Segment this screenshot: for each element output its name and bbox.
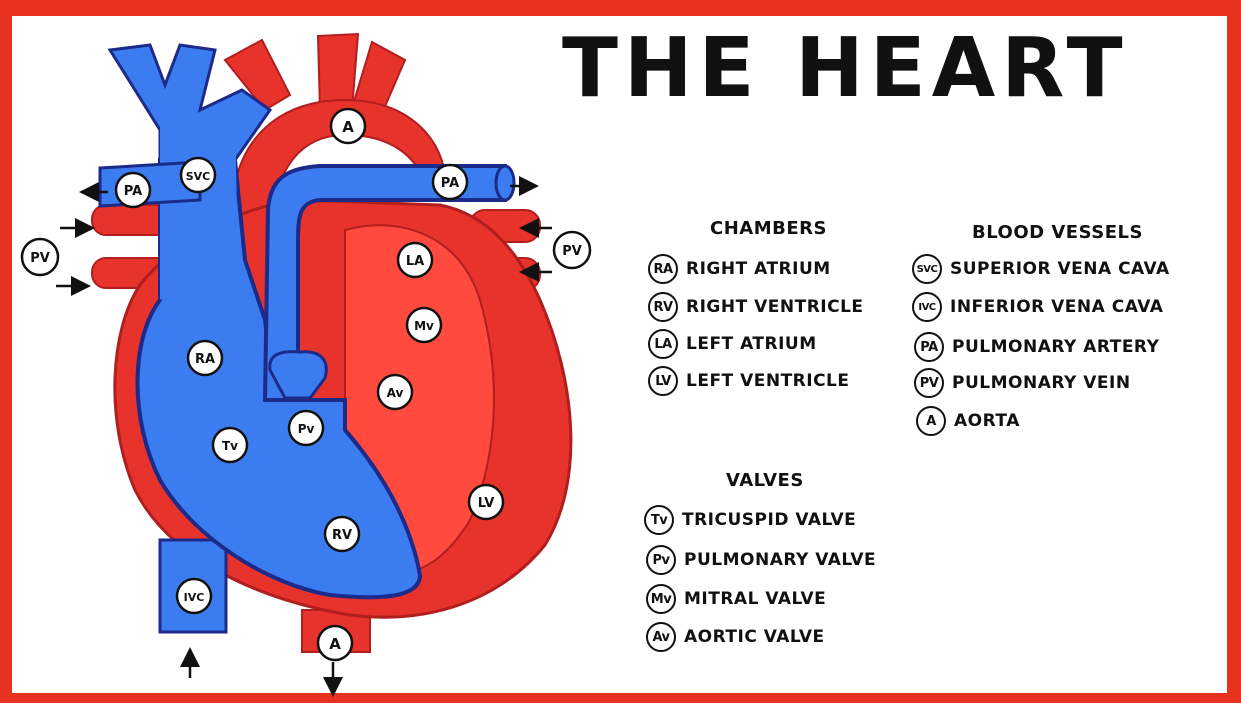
legend-item-aorta: A AORTA (916, 406, 1020, 436)
legend-label: RIGHT VENTRICLE (686, 297, 864, 317)
legend-label: LEFT ATRIUM (686, 334, 817, 354)
legend-label: MITRAL VALVE (684, 589, 826, 609)
abbr-badge: Tv (644, 505, 674, 535)
page-title: THE HEART (562, 28, 1122, 110)
svg-text:Av: Av (387, 386, 404, 400)
legend-item-left-ventricle: LV LEFT VENTRICLE (648, 366, 850, 396)
abbr-badge: A (916, 406, 946, 436)
label-pv-left: PV (22, 239, 58, 275)
abbr-badge: Pv (646, 545, 676, 575)
label-pv-valve: Pv (289, 411, 323, 445)
label-la: LA (398, 243, 432, 277)
svg-text:PA: PA (441, 176, 459, 191)
label-tv: Tv (213, 428, 247, 462)
legend-label: INFERIOR VENA CAVA (950, 297, 1163, 317)
label-a-top: A (331, 109, 365, 143)
legend-label: LEFT VENTRICLE (686, 371, 850, 391)
legend-label: PULMONARY ARTERY (952, 337, 1159, 357)
label-mv: Mv (407, 308, 441, 342)
svg-text:Pv: Pv (298, 422, 315, 436)
legend-label: SUPERIOR VENA CAVA (950, 259, 1170, 279)
abbr-badge: RA (648, 254, 678, 284)
label-lv: LV (469, 485, 503, 519)
legend-label: PULMONARY VALVE (684, 550, 876, 570)
svg-text:A: A (329, 635, 341, 653)
svg-text:RV: RV (332, 528, 352, 543)
label-rv: RV (325, 517, 359, 551)
legend-item-inferior-vena-cava: IVC INFERIOR VENA CAVA (912, 292, 1163, 322)
svg-text:RA: RA (195, 352, 215, 367)
label-pa-right: PA (433, 165, 467, 199)
legend-item-mitral-valve: Mv MITRAL VALVE (646, 584, 826, 614)
label-pv-right: PV (554, 232, 590, 268)
abbr-badge: Mv (646, 584, 676, 614)
legend-item-left-atrium: LA LEFT ATRIUM (648, 329, 817, 359)
legend-item-aortic-valve: Av AORTIC VALVE (646, 622, 825, 652)
legend-item-right-ventricle: RV RIGHT VENTRICLE (648, 292, 864, 322)
svg-text:PV: PV (30, 251, 50, 266)
svg-text:PA: PA (124, 184, 142, 199)
legend-item-right-atrium: RA RIGHT ATRIUM (648, 254, 831, 284)
abbr-badge: IVC (912, 292, 942, 322)
svg-text:LA: LA (406, 254, 424, 269)
legend-label: RIGHT ATRIUM (686, 259, 831, 279)
svg-text:SVC: SVC (186, 170, 211, 183)
label-av: Av (378, 375, 412, 409)
legend-item-pulmonary-vein: PV PULMONARY VEIN (914, 368, 1131, 398)
label-a-bottom: A (318, 626, 352, 660)
valves-heading: VALVES (726, 470, 804, 491)
abbr-badge: PV (914, 368, 944, 398)
abbr-badge: PA (914, 332, 944, 362)
legend-item-superior-vena-cava: SVC SUPERIOR VENA CAVA (912, 254, 1170, 284)
svg-text:Mv: Mv (414, 319, 434, 333)
chambers-heading: CHAMBERS (710, 218, 827, 239)
abbr-badge: LV (648, 366, 678, 396)
legend-label: PULMONARY VEIN (952, 373, 1131, 393)
abbr-badge: Av (646, 622, 676, 652)
legend-label: AORTIC VALVE (684, 627, 825, 647)
abbr-badge: SVC (912, 254, 942, 284)
heart-diagram: A SVC PA PA PV PV LA Mv RA Av Pv Tv LV R… (0, 0, 640, 703)
svg-text:PV: PV (562, 244, 582, 259)
legend-label: AORTA (954, 411, 1020, 431)
legend-label: TRICUSPID VALVE (682, 510, 856, 530)
svg-text:A: A (342, 118, 354, 136)
label-pa-left: PA (116, 173, 150, 207)
label-ra: RA (188, 341, 222, 375)
label-ivc: IVC (177, 579, 211, 613)
abbr-badge: RV (648, 292, 678, 322)
svg-text:Tv: Tv (222, 439, 238, 453)
legend-item-pulmonary-artery: PA PULMONARY ARTERY (914, 332, 1159, 362)
label-svc: SVC (181, 158, 215, 192)
legend-item-pulmonary-valve: Pv PULMONARY VALVE (646, 545, 876, 575)
abbr-badge: LA (648, 329, 678, 359)
legend-item-tricuspid-valve: Tv TRICUSPID VALVE (644, 505, 856, 535)
svg-text:LV: LV (478, 496, 495, 511)
svg-text:IVC: IVC (184, 591, 205, 604)
blood-vessels-heading: BLOOD VESSELS (972, 222, 1143, 243)
